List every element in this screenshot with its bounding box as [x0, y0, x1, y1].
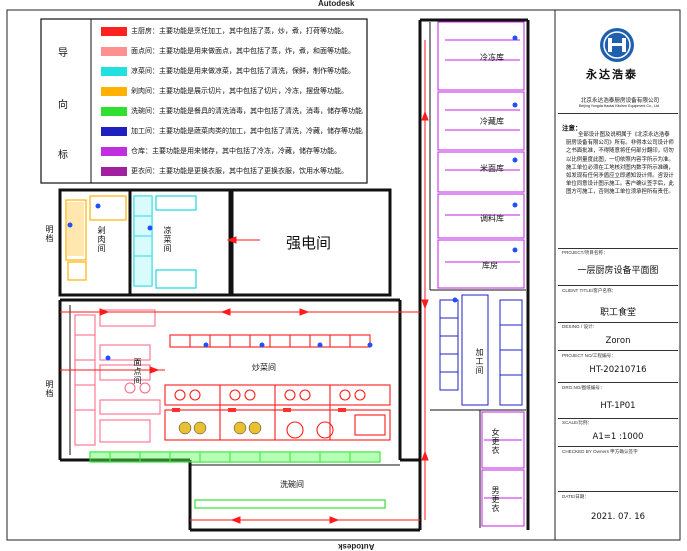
legend-item: 洗碗间：主要功能是餐具的清洗消毒，其中包括了清洗，消毒，储存等功能。 [101, 102, 363, 120]
room-label-pastry: 面点间 [133, 358, 142, 385]
project-no-label: PROJECT NO/工程编号： [562, 353, 616, 358]
room-label-refrigerated: 冷藏库 [480, 117, 504, 126]
legend-swatch [101, 126, 127, 136]
legend-heading-char-2: 向 [58, 100, 68, 111]
legend-item: 主厨房：主要功能是烹饪加工，其中包括了蒸，炒，煮，打荷等功能。 [101, 22, 363, 40]
legend-item: 加工间：主要功能是蔬菜肉类的加工，其中包括了清洗，冷藏，储存等功能。 [101, 122, 363, 140]
processing-equipment [439, 294, 523, 406]
notes-text: 全部设计图及说明属于《北京永达浩泰厨房设备有限公司》所有。非得本公司设计师之书面… [566, 132, 674, 196]
client-label: CLIENT TITLE/客户名称： [562, 288, 617, 293]
room-label-processing: 加工间 [475, 348, 484, 375]
room-label-dining-left-bottom: 明档 [45, 380, 54, 398]
room-label-dining-left-top: 明档 [45, 225, 54, 243]
legend-item: 剁肉间：主要功能是展示切片，其中包括了切片，冷冻，摆盘等功能。 [101, 82, 363, 100]
legend-swatch [101, 66, 127, 76]
room-label-warehouse: 库房 [482, 261, 498, 270]
room-label-male-changing: 男更衣 [491, 486, 500, 513]
washing-equipment [89, 451, 386, 509]
client-value: 职工食堂 [599, 308, 636, 318]
room-label-female-changing: 女更衣 [491, 428, 500, 455]
scale-label: SCALE/比例： [562, 420, 593, 425]
legend-swatch [101, 86, 127, 96]
room-label-wok-area: 炒菜间 [252, 363, 276, 372]
legend-item: 仓库：主要功能是用来储存，其中包括了冷冻，冷藏，储存等功能。 [101, 142, 363, 160]
room-label-cold-storage: 冷冻库 [480, 53, 504, 62]
sink-markers [67, 35, 518, 361]
room-label-strong-electric: 强电间 [286, 234, 332, 252]
legend-swatch [101, 146, 127, 156]
drawing-no-label: DRG.NO/图纸编号： [562, 385, 605, 390]
logo-text: 永达浩泰 [586, 68, 638, 81]
legend-frame [40, 18, 368, 184]
legend-swatch [101, 46, 127, 56]
room-label-meat-room: 剁肉间 [97, 226, 106, 253]
legend-heading-char-3: 标 [58, 150, 68, 161]
room-label-seasoning: 调料库 [480, 214, 504, 223]
watermark-top: Autodesk [318, 0, 355, 8]
room-label-rice-flour: 米面库 [480, 164, 504, 173]
legend-item-text: 面点间：主要功能是用来做面点，其中包括了蒸，炸，煮，和面等功能。 [131, 47, 355, 55]
room-label-dish-washing: 洗碗间 [280, 480, 304, 489]
company-name-cn: 北京永达浩泰厨房设备有限公司 [580, 98, 660, 104]
company-name-en: Beijing Yongda Haotai Kitchen Equipment … [579, 104, 659, 108]
legend-item: 面点间：主要功能是用来做面点，其中包括了蒸，炸，煮，和面等功能。 [101, 42, 363, 60]
storage-rooms [437, 21, 525, 527]
legend-heading-char-1: 导 [58, 48, 68, 59]
legend-swatch [101, 26, 127, 36]
scale-value: A1=1 :1000 [592, 432, 644, 442]
drawing-no-value: HT-1P01 [600, 401, 636, 411]
legend-item-text: 凉菜间：主要功能是用来做凉菜，其中包括了清洗，保鲜，制作等功能。 [131, 67, 355, 75]
project-value: 一层厨房设备平面图 [577, 266, 659, 276]
company-logo [600, 28, 634, 62]
legend-item: 更衣间：主要功能是更换衣服，其中包括了更换衣服，饮用水等功能。 [101, 162, 363, 180]
project-label: PROJECT/项目名称： [562, 250, 608, 255]
wok-equipment [164, 334, 391, 441]
legend-item: 凉菜间：主要功能是用来做凉菜，其中包括了清洗，保鲜，制作等功能。 [101, 62, 363, 80]
legend-item-text: 洗碗间：主要功能是餐具的清洗消毒，其中包括了清洗，消毒，储存等功能。 [131, 107, 363, 115]
design-value: Zoron [605, 336, 631, 346]
project-no-value: HT-20210716 [589, 365, 647, 375]
design-label: DESING / 设计: [562, 324, 594, 329]
walls [58, 18, 530, 532]
legend-item-text: 更衣间：主要功能是更换衣服，其中包括了更换衣服，饮用水等功能。 [131, 167, 348, 175]
cold-dish-equipment [133, 195, 197, 289]
legend-item-text: 主厨房：主要功能是烹饪加工，其中包括了蒸，炒，煮，打荷等功能。 [131, 27, 348, 35]
room-label-cold-dish: 凉菜间 [163, 226, 172, 253]
flow-arrows [60, 40, 429, 524]
legend-swatch [101, 166, 127, 176]
legend-item-text: 仓库：主要功能是用来储存，其中包括了冷冻，冷藏，储存等功能。 [131, 147, 341, 155]
date-value: 2021. 07. 16 [590, 512, 646, 522]
date-label: DATE/日期： [562, 494, 589, 499]
legend-item-text: 剁肉间：主要功能是展示切片，其中包括了切片，冷冻，摆盘等功能。 [131, 87, 348, 95]
checked-label: CHECKED BY Owners 甲方确认签字 [562, 449, 638, 454]
legend-swatch [101, 106, 127, 116]
notes-label: 注意： [562, 124, 582, 132]
pastry-equipment [74, 309, 161, 446]
legend-item-text: 加工间：主要功能是蔬菜肉类的加工，其中包括了清洗，冷藏，储存等功能。 [131, 127, 363, 135]
